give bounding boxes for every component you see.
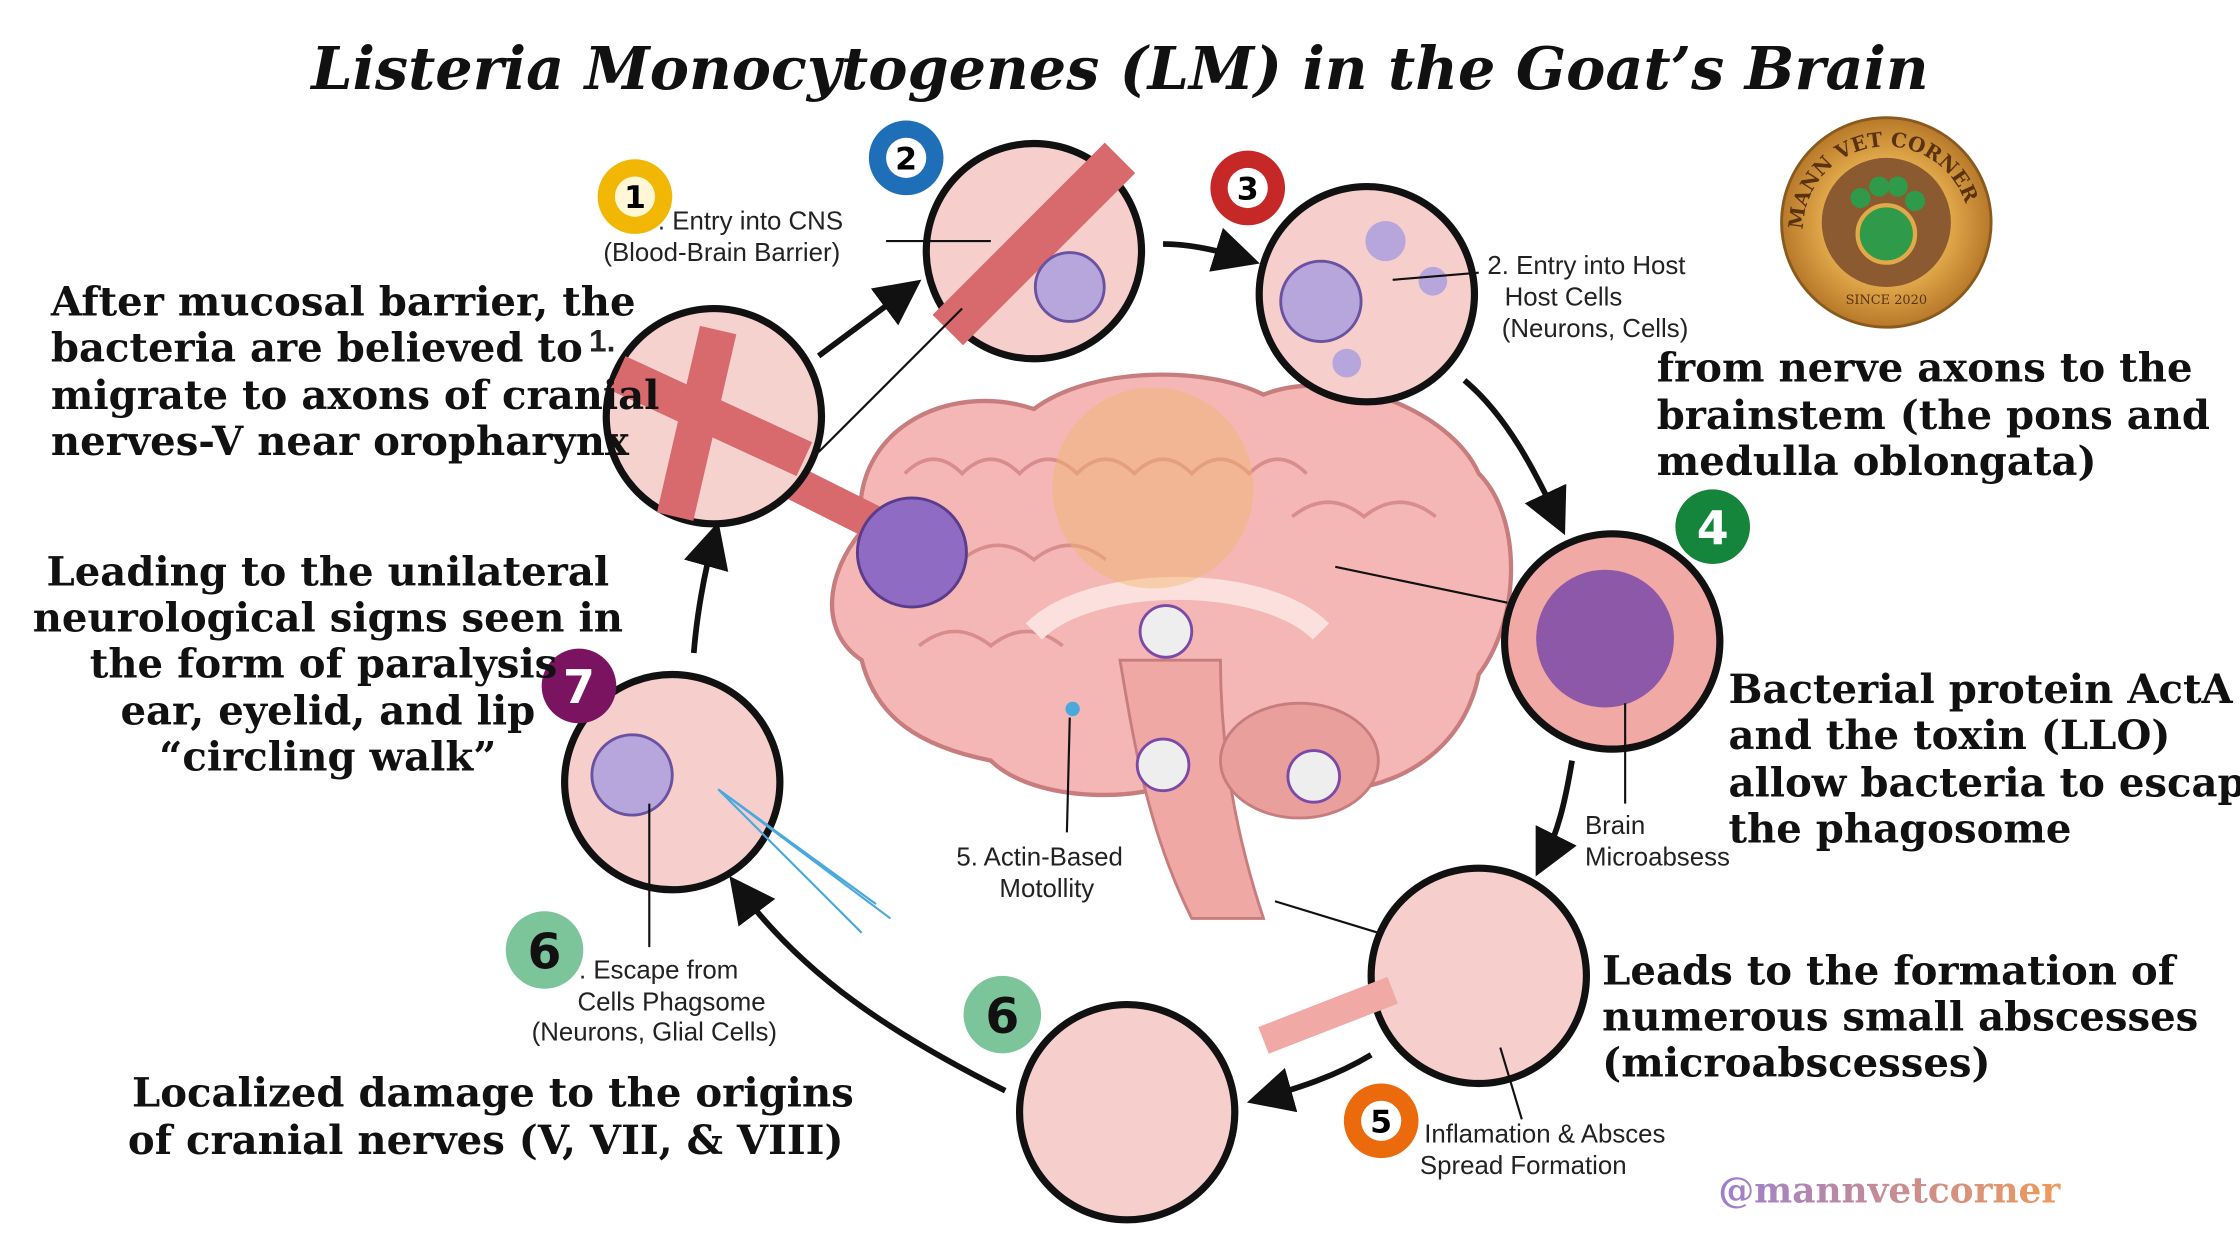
badge-4: 4 (1675, 489, 1750, 564)
svg-text:from nerve axons to the: from nerve axons to the (1657, 345, 2193, 392)
neuron-cell (855, 496, 968, 609)
svg-text:Bacterial protein ActA: Bacterial protein ActA (1728, 666, 2233, 713)
svg-text:Spread Formation: Spread Formation (1420, 1152, 1627, 1180)
detail-circles (561, 139, 1724, 1224)
svg-text:ear, eyelid, and lip: ear, eyelid, and lip (120, 688, 535, 735)
svg-text:nerves-V near oropharynx: nerves-V near oropharynx (51, 418, 630, 465)
badge-1: 1 (597, 159, 673, 234)
svg-text:1: 1 (624, 180, 646, 216)
circle-spread (1015, 1000, 1239, 1224)
svg-text:. Entry into CNS: . Entry into CNS (658, 208, 843, 236)
svg-text:the form of paralysis: the form of paralysis (90, 640, 558, 687)
svg-text:7: 7 (563, 660, 595, 714)
explanation-notes: After mucosal barrier, the bacteria are … (33, 279, 2240, 1164)
svg-text:Leads to the formation of: Leads to the formation of (1602, 947, 2178, 994)
svg-text:(Neurons, Cells): (Neurons, Cells) (1502, 315, 1689, 343)
svg-text:SINCE 2020: SINCE 2020 (1846, 293, 1927, 308)
badge-6b: 6 (963, 975, 1042, 1054)
svg-text:bacteria are believed to: bacteria are believed to (51, 325, 583, 372)
svg-text:Inflamation & Absces: Inflamation & Absces (1424, 1120, 1665, 1148)
svg-text:numerous small abscesses: numerous small abscesses (1602, 993, 2198, 1040)
svg-text:(Neurons, Glial Cells): (Neurons, Glial Cells) (532, 1018, 777, 1046)
svg-text:Leading to the unilateral: Leading to the unilateral (47, 549, 610, 596)
svg-text:6: 6 (985, 988, 1019, 1045)
svg-text:. Escape from: . Escape from (579, 957, 738, 985)
svg-text:1.: 1. (589, 323, 615, 359)
social-handle: @mannvetcorner (1718, 1170, 2061, 1212)
step-badges: 1 2 3 4 5 6 6 7 (505, 120, 1750, 1159)
badge-5: 5 (1343, 1083, 1419, 1159)
badge-7: 7 (541, 648, 617, 724)
mann-vet-corner-logo: MANN VET CORNER SINCE 2020 (1780, 116, 1993, 329)
svg-text:5: 5 (1370, 1104, 1392, 1140)
svg-text:Brain: Brain (1585, 812, 1645, 840)
svg-text:the phagosome: the phagosome (1728, 805, 2071, 852)
leader-lines (648, 240, 1627, 1120)
circle-host-cells (1255, 182, 1479, 406)
svg-text:and the toxin (LLO): and the toxin (LLO) (1728, 712, 2170, 759)
svg-text:Cells Phagsome: Cells Phagsome (578, 988, 766, 1016)
flow-arrows (684, 227, 1577, 1113)
badge-6a: 6 (505, 911, 584, 989)
badge-3: 3 (1210, 150, 1286, 226)
badge-2: 2 (868, 120, 944, 196)
svg-text:5. Actin-Based: 5. Actin-Based (956, 843, 1123, 871)
svg-text:neurological signs seen in: neurological signs seen in (33, 594, 623, 641)
svg-text:4: 4 (1697, 501, 1729, 555)
svg-text:After mucosal barrier, the: After mucosal barrier, the (50, 279, 636, 326)
circle-inflammation (1367, 864, 1590, 1088)
svg-text:“circling walk”: “circling walk” (159, 734, 496, 781)
diagram-labels: 1. . Entry into CNS (Blood-Brain Barrier… (532, 208, 1730, 1180)
svg-text:(microabscesses): (microabscesses) (1602, 1039, 1990, 1086)
svg-text:2. Entry into Host: 2. Entry into Host (1487, 252, 1685, 280)
svg-text:3: 3 (1237, 171, 1259, 207)
watermark-logo (1052, 387, 1254, 589)
page-title: Listeria Monocytogenes (LM) in the Goat’… (309, 34, 1928, 103)
svg-text:of cranial nerves (V, VII, & V: of cranial nerves (V, VII, & VIII) (128, 1117, 844, 1164)
svg-text:Microabsess: Microabsess (1585, 843, 1730, 871)
svg-text:Motollity: Motollity (999, 875, 1094, 903)
svg-text:Localized damage to the origin: Localized damage to the origins (132, 1069, 854, 1116)
svg-text:migrate to axons of cranial: migrate to axons of cranial (51, 372, 660, 419)
svg-text:2: 2 (895, 141, 917, 177)
svg-text:brainstem (the pons and: brainstem (the pons and (1657, 392, 2210, 439)
svg-text:6: 6 (528, 924, 562, 981)
brain-illustration (829, 372, 1514, 920)
svg-text:medulla oblongata): medulla oblongata) (1657, 438, 2097, 485)
svg-text:Host Cells: Host Cells (1505, 284, 1623, 312)
svg-text:allow bacteria to escape: allow bacteria to escape (1728, 759, 2240, 806)
svg-text:(Blood-Brain Barrier): (Blood-Brain Barrier) (603, 239, 840, 267)
